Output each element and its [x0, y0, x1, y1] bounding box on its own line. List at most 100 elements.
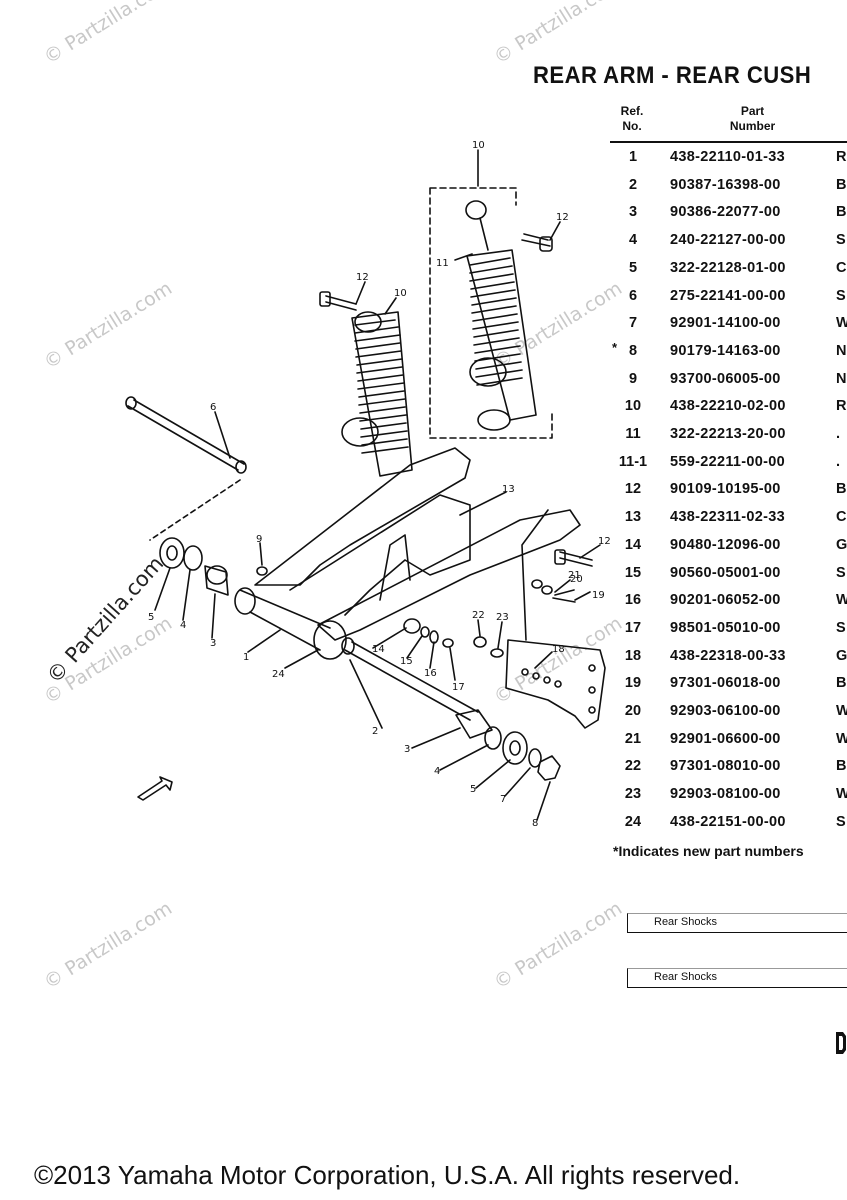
swing-arm-crossmember — [289, 494, 471, 616]
part-number[interactable]: 98501-05010-00 — [670, 619, 781, 636]
pivot-bushing-24 — [313, 620, 347, 660]
ref-no: 8 — [628, 342, 638, 359]
part-description: W — [836, 786, 847, 803]
watermark: © Partzilla.com — [490, 897, 627, 994]
collar-5-right — [502, 731, 528, 765]
ref-no: 17 — [624, 619, 642, 636]
ref-no: 15 — [624, 564, 642, 581]
seal-4-left — [183, 545, 203, 571]
shock-right-spring — [469, 257, 523, 386]
ref-no: 18 — [624, 647, 642, 664]
part-description: B — [836, 758, 847, 775]
shock-right-eye — [465, 200, 487, 220]
part-number[interactable]: 438-22210-02-00 — [670, 398, 786, 415]
part-number[interactable]: 438-22110-01-33 — [670, 149, 785, 165]
callout-label: 23 — [496, 612, 509, 623]
part-description: . — [836, 426, 841, 442]
part-description: B — [836, 481, 847, 498]
part-number[interactable]: 90201-06052-00 — [670, 592, 781, 609]
part-description: W — [836, 730, 847, 747]
rear-shocks-label: Rear Shocks — [654, 971, 717, 983]
washer-23 — [490, 648, 504, 658]
header-divider — [610, 141, 847, 143]
part-header-line: Number — [729, 119, 776, 133]
ref-no: 12 — [624, 481, 642, 498]
callout-label: 11 — [436, 258, 449, 269]
part-description: S — [836, 813, 846, 830]
ref-no: 4 — [628, 232, 638, 249]
part-description: N — [836, 342, 847, 359]
part-number[interactable]: 90386-22077-00 — [670, 204, 781, 221]
callout-label: 4 — [180, 620, 186, 631]
part-number[interactable]: 92901-06600-00 — [670, 730, 781, 747]
part-description: B — [836, 675, 847, 692]
ref-no: 22 — [624, 758, 642, 775]
part-number[interactable]: 90387-16398-00 — [670, 176, 781, 193]
callout-label: 9 — [256, 534, 262, 545]
part-description: G — [836, 647, 847, 664]
part-number[interactable]: 322-22213-20-00 — [670, 426, 786, 442]
callout-labels: 10 11 12 12 10 6 13 9 12 21 20 19 5 4 3 … — [148, 140, 610, 829]
part-number[interactable]: 92903-08100-00 — [670, 786, 781, 803]
callout-label: 5 — [148, 612, 154, 623]
rear-shocks-box[interactable]: Rear Shocks — [627, 913, 847, 933]
grease-nipple-9 — [256, 566, 268, 576]
callout-label: 10 — [472, 140, 485, 151]
part-number[interactable]: 97301-08010-00 — [670, 758, 781, 775]
part-number[interactable]: 93700-06005-00 — [670, 370, 781, 387]
bolt-12-head — [539, 236, 553, 252]
ref-header-line: No. — [622, 119, 642, 133]
ref-no: 10 — [624, 398, 642, 415]
ref-no: 19 — [624, 675, 642, 692]
part-number[interactable]: 90560-05001-00 — [670, 564, 781, 581]
new-part-marker: * — [612, 339, 618, 355]
callout-label: 10 — [394, 288, 407, 299]
callout-label: 18 — [552, 644, 565, 655]
bolt-19 — [552, 597, 576, 603]
part-number[interactable]: 559-22211-00-00 — [670, 453, 785, 470]
shock-group-box — [429, 187, 553, 439]
callout-label: 19 — [592, 590, 605, 601]
bracket-18 — [505, 639, 606, 729]
callout-label: 22 — [472, 610, 485, 621]
swing-arm-lower — [317, 509, 581, 641]
part-description: C — [836, 259, 847, 276]
shock-right-body — [466, 249, 537, 421]
callout-label: 15 — [400, 656, 413, 667]
callout-label: 20 — [570, 574, 583, 585]
grease-nipple-14 — [403, 618, 421, 634]
part-number[interactable]: 92901-14100-00 — [670, 315, 781, 332]
part-number[interactable]: 240-22127-00-00 — [670, 232, 786, 249]
rear-shocks-box[interactable]: Rear Shocks — [627, 968, 847, 988]
ref-no: 3 — [628, 204, 638, 221]
part-header-line: Part — [740, 104, 765, 118]
part-number[interactable]: 438-22151-00-00 — [670, 813, 786, 830]
callout-label: 12 — [556, 212, 569, 223]
part-number[interactable]: 438-22318-00-33 — [670, 647, 786, 664]
part-number[interactable]: 97301-06018-00 — [670, 675, 781, 692]
bushing-3-left — [204, 565, 229, 596]
ref-no-header: Ref. No. — [608, 104, 656, 134]
footnote: *Indicates new part numbers — [613, 843, 804, 859]
part-number[interactable]: 322-22128-01-00 — [670, 259, 786, 276]
part-description: W — [836, 592, 847, 609]
screw-17 — [442, 638, 454, 648]
shaft-6-guide — [149, 479, 241, 541]
ref-header-line: Ref. — [620, 104, 644, 118]
part-number[interactable]: 90109-10195-00 — [670, 481, 781, 498]
rear-arm-exploded-diagram: 10 11 12 12 10 6 13 9 12 21 20 19 5 4 3 … — [125, 140, 610, 829]
part-number[interactable]: 438-22311-02-33 — [670, 509, 785, 526]
page-title: REAR ARM - REAR CUSH — [533, 62, 812, 89]
callout-label: 6 — [210, 402, 216, 413]
ref-no: 1 — [628, 149, 638, 165]
part-number[interactable]: 275-22141-00-00 — [670, 287, 786, 304]
part-number[interactable]: 90179-14163-00 — [670, 342, 781, 359]
callout-label: 12 — [598, 536, 610, 547]
part-description: N — [836, 370, 847, 387]
fwd-arrow — [137, 776, 173, 801]
part-number[interactable]: 92903-06100-00 — [670, 703, 781, 719]
part-number[interactable]: 90480-12096-00 — [670, 536, 781, 553]
part-description: R — [836, 149, 847, 165]
callout-label: 7 — [500, 794, 506, 805]
callout-label: 14 — [372, 644, 385, 655]
